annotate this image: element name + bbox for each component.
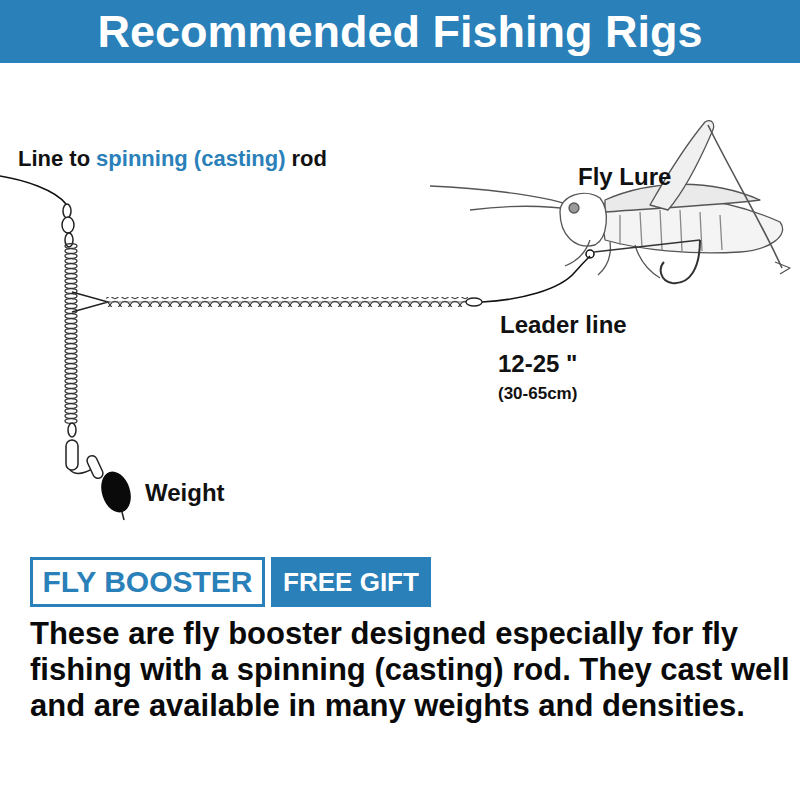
lure-label: Fly Lure	[578, 163, 671, 191]
box-text: FREE GIFT	[283, 567, 419, 598]
length-dimension-metric: (30-65cm)	[498, 384, 577, 404]
line-label: Line to	[18, 146, 90, 171]
line-caption: Line tospinning (casting) rod	[18, 146, 327, 172]
page-title: Recommended Fishing Rigs	[0, 0, 800, 63]
description-text: These are fly booster designed especiall…	[30, 616, 792, 724]
line-label: rod	[292, 146, 327, 171]
gift-badge: FREE GIFT	[271, 557, 431, 607]
box-text: FLY BOOSTER	[42, 565, 252, 599]
weight-label: Weight	[145, 479, 225, 507]
length-dimension: 12-25 "	[498, 350, 577, 378]
leader-label: Leader line	[500, 311, 627, 339]
product-name-box: FLY BOOSTER	[30, 557, 265, 607]
line-label-highlight: spinning (casting)	[96, 146, 285, 171]
